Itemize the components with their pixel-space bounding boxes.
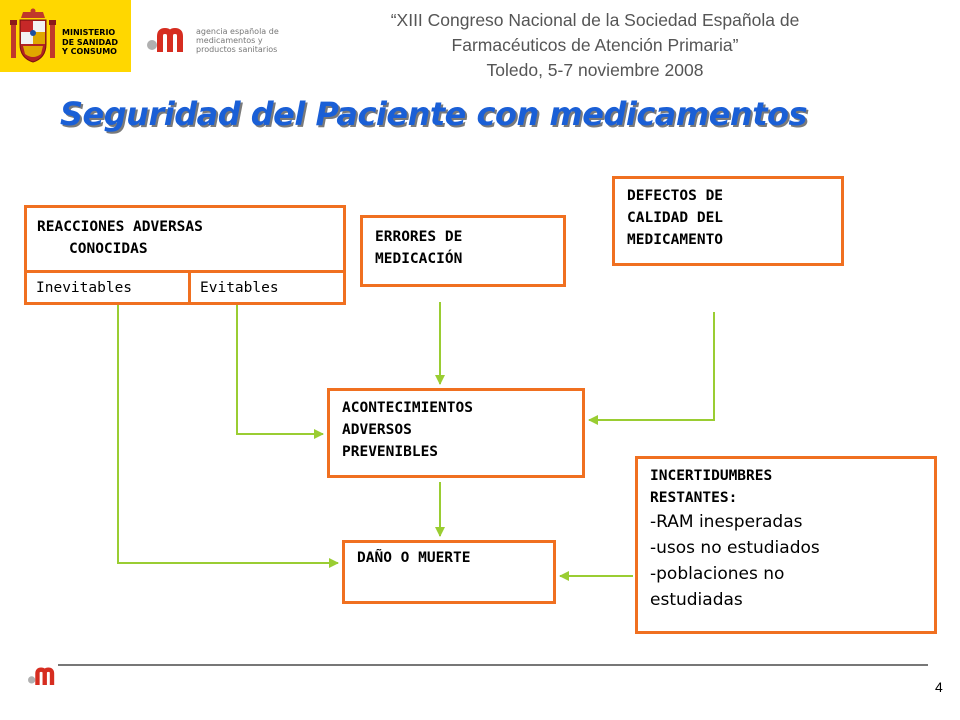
conference-header: “XIII Congreso Nacional de la Sociedad E… <box>300 8 890 83</box>
arrow-defectos-to-acontecimientos <box>588 312 715 425</box>
conference-line: Farmacéuticos de Atención Primaria” <box>451 35 739 55</box>
incertidumbres-item: -usos no estudiados <box>650 538 820 558</box>
arrow-evitables-to-acontecimientos <box>236 305 324 439</box>
evitables-cell: Evitables <box>200 280 279 296</box>
agencia-logo: agencia española de medicamentos y produ… <box>140 0 280 72</box>
agencia-mark-icon <box>147 28 183 52</box>
agencia-line: agencia española de <box>196 27 279 36</box>
ministerio-line: Y CONSUMO <box>62 47 117 56</box>
defectos-line: DEFECTOS DE <box>627 188 724 204</box>
acontecimientos-line: ACONTECIMIENTOS <box>342 400 473 416</box>
incertidumbres-line: RESTANTES: <box>650 490 738 506</box>
agencia-line: medicamentos y <box>196 36 263 45</box>
conference-line: “XIII Congreso Nacional de la Sociedad E… <box>390 10 800 30</box>
dano-muerte-box: DAÑO O MUERTE <box>342 540 556 604</box>
page-number: 4 <box>935 679 943 695</box>
slide-title: Seguridad del Paciente con medicamentos <box>60 95 808 133</box>
ministerio-line: DE SANIDAD <box>62 37 118 47</box>
defectos-line: CALIDAD DEL <box>627 210 724 226</box>
acontecimientos-line: ADVERSOS <box>342 422 412 438</box>
errores-medicacion-box: ERRORES DE MEDICACIÓN <box>360 215 566 287</box>
reacciones-heading: REACCIONES ADVERSAS CONOCIDAS <box>37 216 327 260</box>
ministerio-logo: MINISTERIO DE SANIDAD Y CONSUMO <box>0 0 131 72</box>
agencia-line: productos sanitarios <box>196 45 278 54</box>
acontecimientos-line: PREVENIBLES <box>342 444 439 460</box>
arrow-inevitables-to-dano <box>117 305 339 568</box>
reacciones-split-row: Inevitables Evitables <box>27 270 343 302</box>
footer-divider <box>58 664 928 666</box>
ministerio-text: MINISTERIO DE SANIDAD Y CONSUMO <box>62 28 128 57</box>
errores-line: ERRORES DE <box>375 229 463 245</box>
incertidumbres-box: INCERTIDUMBRES RESTANTES: -RAM inesperad… <box>635 456 937 634</box>
coat-of-arms-icon <box>10 8 56 63</box>
reacciones-line: REACCIONES ADVERSAS <box>37 219 203 235</box>
acontecimientos-adversos-box: ACONTECIMIENTOS ADVERSOS PREVENIBLES <box>327 388 585 478</box>
defectos-calidad-box: DEFECTOS DE CALIDAD DEL MEDICAMENTO <box>612 176 844 266</box>
inevitables-cell: Inevitables <box>27 273 191 302</box>
incertidumbres-line: INCERTIDUMBRES <box>650 468 773 484</box>
errores-line: MEDICACIÓN <box>375 251 463 267</box>
defectos-line: MEDICAMENTO <box>627 232 724 248</box>
conference-line: Toledo, 5-7 noviembre 2008 <box>486 60 704 80</box>
reacciones-line: CONOCIDAS <box>69 241 148 257</box>
incertidumbres-item: -poblaciones no <box>650 564 785 584</box>
incertidumbres-item: -RAM inesperadas <box>650 512 803 532</box>
ministerio-line: MINISTERIO <box>62 28 116 37</box>
dano-line: DAÑO O MUERTE <box>357 550 471 566</box>
agencia-text: agencia española de medicamentos y produ… <box>196 27 288 54</box>
agencia-footer-logo-icon <box>28 667 55 685</box>
incertidumbres-item: estudiadas <box>650 590 743 610</box>
reacciones-adversas-box: REACCIONES ADVERSAS CONOCIDAS Inevitable… <box>24 205 346 305</box>
